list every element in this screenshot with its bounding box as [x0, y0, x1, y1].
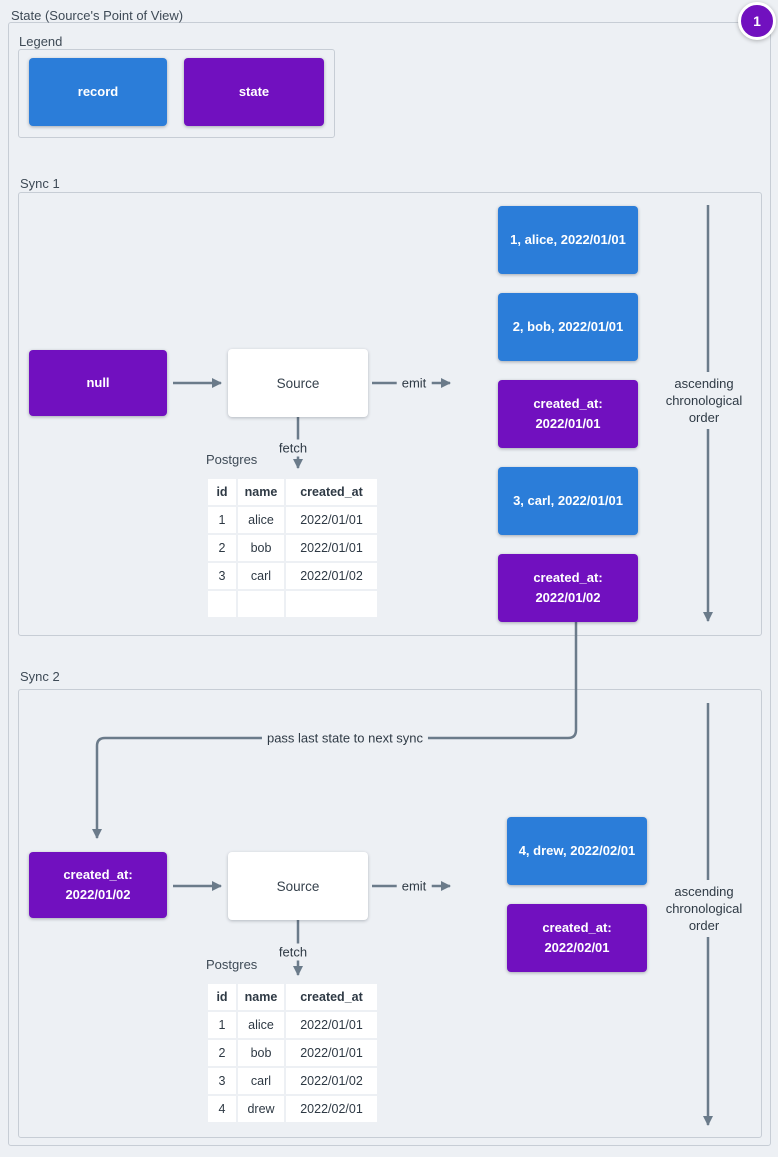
table-cell: 3 [208, 563, 236, 589]
sync1-fetch-label: fetch [273, 439, 313, 457]
table-cell: drew [238, 1096, 284, 1122]
sync1-emitted-state-1: created_at: 2022/01/01 [498, 380, 638, 448]
sync2-fetch-label: fetch [273, 943, 313, 961]
table-cell: 3 [208, 1068, 236, 1094]
table-header-cell: name [238, 984, 284, 1010]
table-header-cell: id [208, 984, 236, 1010]
table-header-cell: name [238, 479, 284, 505]
table-cell: carl [238, 1068, 284, 1094]
legend-record-swatch: record [29, 58, 167, 126]
sync2-postgres-label: Postgres [206, 957, 258, 972]
sync1-postgres-table: id name created_at 1 alice 2022/01/01 2 … [208, 479, 377, 617]
table-cell: 2022/01/02 [286, 1068, 377, 1094]
legend-state-swatch: state [184, 58, 324, 126]
table-cell: 2022/01/02 [286, 563, 377, 589]
sync2-emitted-record-1: 4, drew, 2022/02/01 [507, 817, 647, 885]
table-cell [208, 591, 236, 617]
sync1-source-node: Source [228, 349, 368, 417]
sync2-emitted-state-1: created_at: 2022/02/01 [507, 904, 647, 972]
sync1-ascending-order-label: ascending chronological order [656, 372, 752, 429]
legend-title: Legend [19, 34, 63, 49]
table-cell: 2 [208, 535, 236, 561]
sync1-emitted-record-1: 1, alice, 2022/01/01 [498, 206, 638, 274]
sync2-emit-label: emit [396, 877, 432, 895]
annotation-badge-1[interactable]: 1 [738, 2, 776, 40]
table-cell: 2022/01/01 [286, 1012, 377, 1038]
table-cell: 1 [208, 507, 236, 533]
table-cell: bob [238, 1040, 284, 1066]
table-cell [238, 591, 284, 617]
sync2-source-node: Source [228, 852, 368, 920]
table-cell: 2022/01/01 [286, 1040, 377, 1066]
pass-last-state-label: pass last state to next sync [261, 729, 429, 747]
sync2-postgres-table: id name created_at 1 alice 2022/01/01 2 … [208, 984, 377, 1122]
table-header-cell: created_at [286, 984, 377, 1010]
table-cell: 1 [208, 1012, 236, 1038]
table-cell: 2022/02/01 [286, 1096, 377, 1122]
table-cell [286, 591, 377, 617]
sync1-emitted-record-3: 3, carl, 2022/01/01 [498, 467, 638, 535]
sync1-emitted-record-2: 2, bob, 2022/01/01 [498, 293, 638, 361]
table-header-cell: created_at [286, 479, 377, 505]
page-title: State (Source's Point of View) [11, 8, 184, 23]
sync1-postgres-label: Postgres [206, 452, 258, 467]
table-cell: bob [238, 535, 284, 561]
sync1-input-state: null [29, 350, 167, 416]
table-cell: alice [238, 507, 284, 533]
state-pov-panel [8, 22, 771, 1146]
table-cell: 2022/01/01 [286, 507, 377, 533]
table-cell: 2022/01/01 [286, 535, 377, 561]
table-header-cell: id [208, 479, 236, 505]
sync1-emitted-state-2: created_at: 2022/01/02 [498, 554, 638, 622]
table-cell: alice [238, 1012, 284, 1038]
sync2-input-state: created_at: 2022/01/02 [29, 852, 167, 918]
sync1-title: Sync 1 [20, 176, 60, 191]
sync1-emit-label: emit [396, 374, 432, 392]
table-cell: carl [238, 563, 284, 589]
table-cell: 4 [208, 1096, 236, 1122]
sync2-title: Sync 2 [20, 669, 60, 684]
table-cell: 2 [208, 1040, 236, 1066]
legend-panel [18, 49, 335, 138]
sync2-ascending-order-label: ascending chronological order [656, 880, 752, 937]
